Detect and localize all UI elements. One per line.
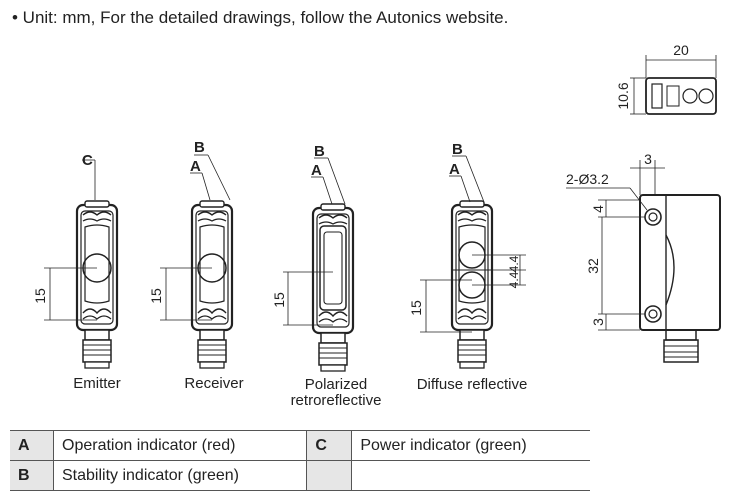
legend-row: B Stability indicator (green) [10, 460, 590, 491]
diffuse-dim-4-4-b: 4.4 [507, 271, 521, 288]
diffuse-label: Diffuse reflective [417, 376, 528, 393]
retro-label-line1: Polarized [305, 376, 368, 393]
retro-letter-b: B [314, 143, 325, 160]
diffuse-letter-b: B [452, 141, 463, 158]
retroreflective-sensor [311, 202, 355, 373]
diffuse-letter-a: A [449, 161, 460, 178]
diffuse-dim-4-4-a: 4.4 [507, 255, 521, 272]
hole-spec: 2-Ø3.2 [566, 171, 609, 187]
retro-letter-a: A [311, 162, 322, 179]
emitter-label: Emitter [73, 375, 121, 392]
unit-note: • Unit: mm, For the detailed drawings, f… [12, 8, 509, 27]
legend-key [306, 460, 352, 491]
dim-3-top: 3 [644, 151, 652, 167]
side-view [566, 160, 721, 363]
top-view [630, 55, 717, 115]
retroreflective-dim [283, 157, 346, 326]
dim-3-bottom: 3 [590, 318, 606, 326]
retro-label-line2: retroreflective [291, 392, 382, 409]
dim-10-6: 10.6 [615, 82, 631, 109]
emitter-dim [44, 159, 97, 321]
dim-32: 32 [585, 258, 601, 274]
legend-key: C [306, 430, 352, 461]
receiver-letter-a: A [190, 158, 201, 175]
receiver-letter-b: B [194, 139, 205, 156]
legend-desc: Operation indicator (red) [52, 430, 307, 461]
emitter-sensor [75, 199, 119, 370]
legend-row: A Operation indicator (red) C Power indi… [10, 430, 590, 461]
diffuse-dim-15: 15 [408, 300, 424, 316]
legend-desc: Power indicator (green) [351, 430, 590, 461]
legend-desc [351, 460, 590, 491]
emitter-letter-c: C [82, 152, 93, 169]
legend-key: B [10, 460, 54, 491]
receiver-dim [160, 154, 231, 321]
legend-desc: Stability indicator (green) [52, 460, 307, 491]
dim-4: 4 [590, 205, 606, 213]
dim-20: 20 [673, 42, 689, 58]
receiver-label: Receiver [184, 375, 243, 392]
retro-dim-15: 15 [271, 292, 287, 308]
receiver-sensor [190, 199, 234, 370]
diffuse-dim [420, 155, 526, 333]
receiver-dim-15: 15 [148, 288, 164, 304]
indicator-legend-table: A Operation indicator (red) C Power indi… [10, 430, 590, 491]
legend-key: A [10, 430, 54, 461]
emitter-dim-15: 15 [32, 288, 48, 304]
diffuse-sensor [450, 199, 494, 370]
